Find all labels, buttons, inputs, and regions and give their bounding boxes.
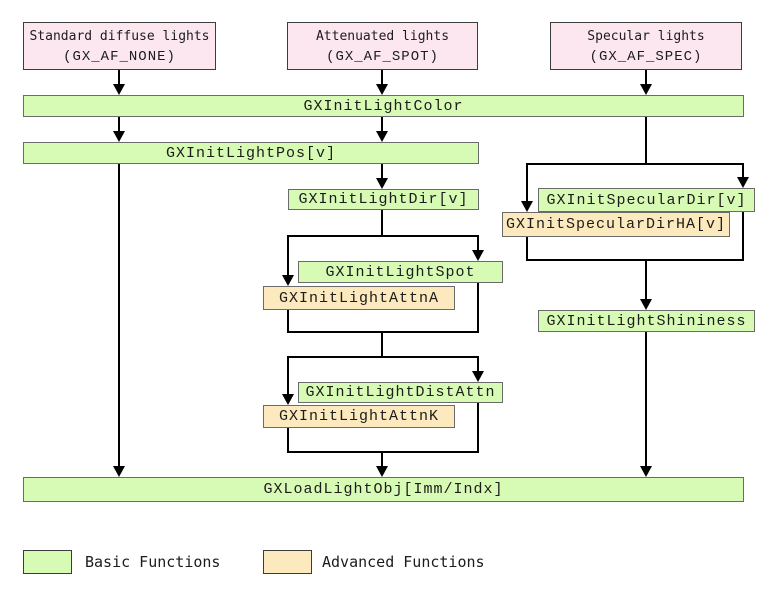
node-gxinitspeculardirha: GXInitSpecularDirHA[v]: [502, 212, 730, 237]
source-box-specular-lights: Specular lights (GX_AF_SPEC): [550, 22, 742, 70]
flow-line: [526, 237, 528, 261]
flow-line: [287, 310, 289, 333]
flow-line: [287, 356, 479, 358]
flow-line: [287, 235, 479, 237]
arrowhead: [640, 84, 652, 95]
flow-line: [526, 259, 744, 261]
flow-line: [381, 210, 383, 237]
arrowhead: [376, 131, 388, 142]
node-gxinitlightattnk: GXInitLightAttnK: [263, 405, 455, 428]
node-gxinitlightattna: GXInitLightAttnA: [263, 286, 455, 310]
arrowhead: [113, 466, 125, 477]
arrowhead: [737, 177, 749, 188]
flow-line: [287, 428, 289, 453]
legend-label-advanced: Advanced Functions: [322, 553, 485, 571]
node-gxinitlightshininess: GXInitLightShininess: [538, 310, 755, 332]
flow-line: [287, 331, 479, 333]
legend-swatch-basic: [23, 550, 72, 574]
node-gxinitlightdir: GXInitLightDir[v]: [288, 189, 479, 210]
flow-line: [381, 451, 383, 468]
source-subtitle: (GX_AF_NONE): [63, 49, 176, 65]
node-gxinitlightspot: GXInitLightSpot: [298, 261, 503, 283]
arrowhead: [376, 466, 388, 477]
arrowhead: [282, 394, 294, 405]
node-gxinitspeculardir: GXInitSpecularDir[v]: [538, 188, 755, 212]
source-box-attenuated-lights: Attenuated lights (GX_AF_SPOT): [287, 22, 478, 70]
source-title: Attenuated lights: [315, 29, 450, 44]
flow-line: [742, 212, 744, 261]
node-gxinitlightcolor: GXInitLightColor: [23, 95, 744, 117]
flow-line: [645, 70, 647, 86]
flow-line: [381, 70, 383, 86]
source-box-standard-diffuse-lights: Standard diffuse lights (GX_AF_NONE): [23, 22, 216, 70]
flow-line: [287, 356, 289, 396]
legend-swatch-advanced: [263, 550, 312, 574]
flow-line: [381, 164, 383, 180]
flow-line: [477, 283, 479, 333]
source-subtitle: (GX_AF_SPEC): [589, 49, 703, 65]
flow-line: [287, 451, 479, 453]
flow-line: [118, 117, 120, 133]
flow-line: [477, 235, 479, 252]
flow-line: [742, 163, 744, 179]
source-title: Standard diffuse lights: [29, 29, 210, 44]
arrowhead: [472, 250, 484, 261]
flow-line: [526, 163, 528, 203]
flow-line: [477, 403, 479, 453]
source-subtitle: (GX_AF_SPOT): [326, 49, 439, 65]
node-gxloadlightobj: GXLoadLightObj[Imm/Indx]: [23, 477, 744, 502]
flow-line: [118, 164, 120, 468]
flow-line: [381, 117, 383, 133]
legend-label-basic: Basic Functions: [85, 553, 221, 571]
flow-line: [118, 70, 120, 86]
flow-line: [645, 332, 647, 468]
flow-line: [526, 163, 744, 165]
arrowhead: [472, 371, 484, 382]
arrowhead: [521, 201, 533, 212]
flow-line: [477, 356, 479, 373]
arrowhead: [640, 466, 652, 477]
flow-line: [645, 259, 647, 301]
arrowhead: [376, 178, 388, 189]
arrowhead: [640, 299, 652, 310]
flow-line: [381, 331, 383, 358]
arrowhead: [113, 84, 125, 95]
node-gxinitlightdistattn: GXInitLightDistAttn: [298, 382, 503, 403]
flow-line: [645, 117, 647, 165]
arrowhead: [282, 275, 294, 286]
arrowhead: [113, 131, 125, 142]
source-title: Specular lights: [587, 29, 705, 44]
arrowhead: [376, 84, 388, 95]
flow-line: [287, 235, 289, 277]
node-gxinitlightpos: GXInitLightPos[v]: [23, 142, 479, 164]
